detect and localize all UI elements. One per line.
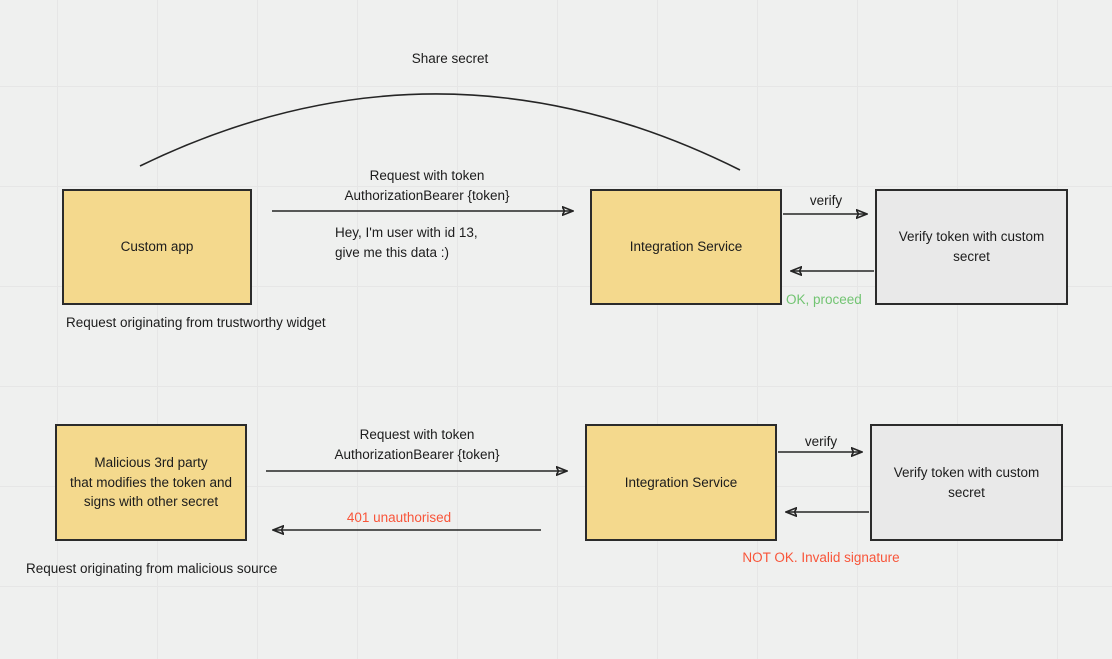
top-flow-caption: Request originating from trustworthy wid… <box>66 315 326 330</box>
top-request-label-line1: Request with token <box>369 168 485 183</box>
node-integration-service-top[interactable]: Integration Service <box>590 189 782 305</box>
node-verify-token-bottom[interactable]: Verify token with custom secret <box>870 424 1063 541</box>
share-secret-label: Share secret <box>411 51 489 66</box>
bottom-verify-response-label: NOT OK. Invalid signature <box>742 550 900 565</box>
bottom-request-label-line2: AuthorizationBearer {token} <box>334 447 500 462</box>
node-integration-service-bottom[interactable]: Integration Service <box>585 424 777 541</box>
top-request-note-line1: Hey, I'm user with id 13, <box>335 225 478 240</box>
top-verify-response-label: OK, proceed <box>786 292 862 307</box>
top-verify-label: verify <box>809 193 843 208</box>
edge-share-secret <box>139 93 741 171</box>
top-request-note-line2: give me this data :) <box>335 245 450 260</box>
bottom-request-label-line1: Request with token <box>359 427 475 442</box>
node-malicious-third-party[interactable]: Malicious 3rd party that modifies the to… <box>55 424 247 541</box>
bottom-verify-label: verify <box>804 434 838 449</box>
bottom-flow-caption: Request originating from malicious sourc… <box>26 561 278 576</box>
node-custom-app[interactable]: Custom app <box>62 189 252 305</box>
bottom-response-label: 401 unauthorised <box>346 510 452 525</box>
node-verify-token-top[interactable]: Verify token with custom secret <box>875 189 1068 305</box>
top-request-label-line2: AuthorizationBearer {token} <box>344 188 510 203</box>
